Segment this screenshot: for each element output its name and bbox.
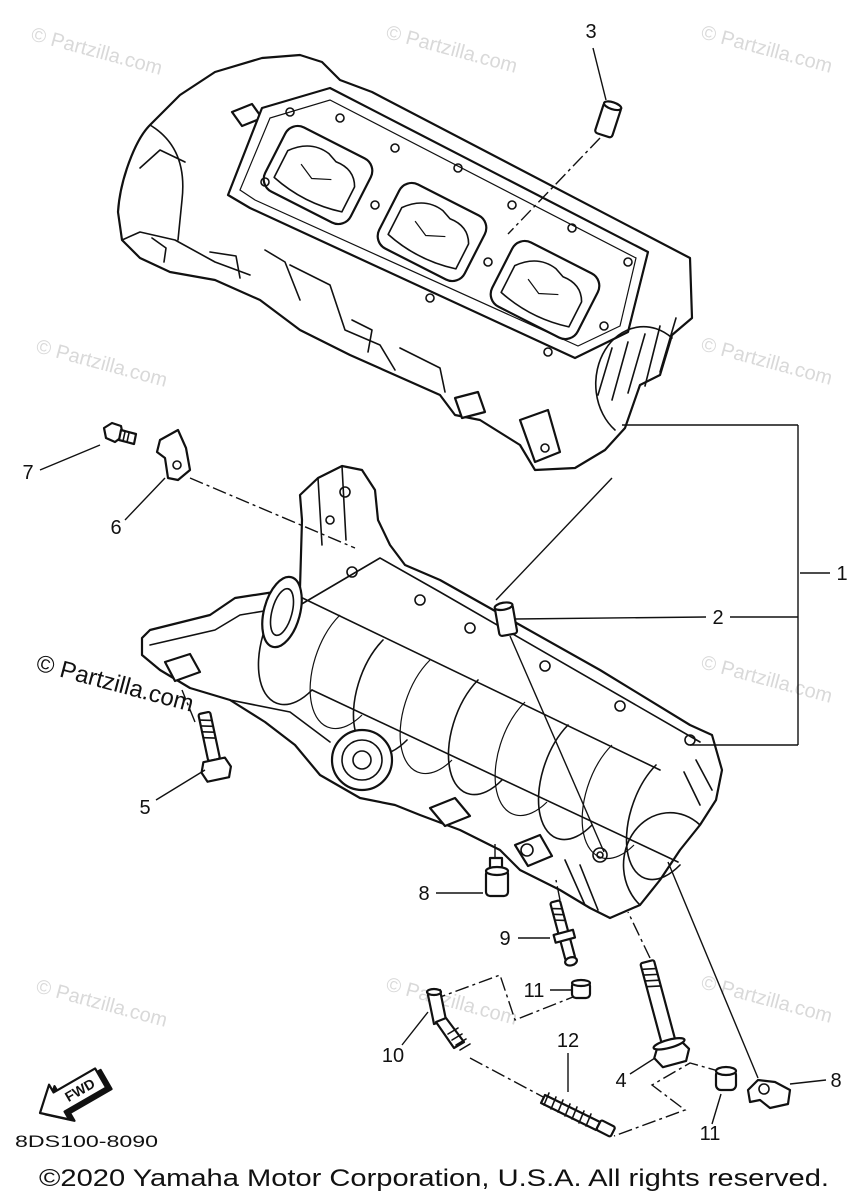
callout-1: 1 [836, 563, 847, 585]
callout-11-a: 11 [524, 980, 545, 1002]
callouts: 3 7 6 1 2 5 8 9 11 10 12 4 8 11 [22, 21, 847, 1145]
callout-8-b: 8 [830, 1070, 841, 1092]
callout-7: 7 [22, 462, 33, 484]
upper-crankcase [116, 53, 694, 472]
part-3-dowel-pin [594, 100, 623, 139]
part-11-cap-b [714, 1065, 738, 1092]
part-8-plug [484, 856, 510, 898]
part-4-bolt [639, 959, 691, 1069]
part-8-elbow-fitting [746, 1078, 792, 1110]
part-2-dowel-pin [493, 601, 519, 637]
callout-8-a: 8 [418, 883, 429, 905]
callout-4: 4 [615, 1070, 626, 1092]
callout-2: 2 [712, 607, 723, 629]
watermark: © Partzilla.com [699, 334, 835, 390]
watermark: © Partzilla.com [699, 652, 835, 708]
part-6-bracket [155, 428, 192, 482]
watermark: © Partzilla.com [384, 22, 520, 78]
watermark: © Partzilla.com [699, 22, 835, 78]
part-9-stud [549, 899, 579, 967]
drawing-number: 8DS100-8090 [15, 1132, 158, 1151]
watermark: © Partzilla.com [384, 974, 520, 1030]
callout-3: 3 [585, 21, 596, 43]
callout-leaders [39, 47, 830, 1125]
reference-lines [181, 137, 759, 1137]
callout-11-b: 11 [700, 1123, 721, 1145]
part-5-bolt [197, 710, 232, 783]
watermark: © Partzilla.com [34, 976, 170, 1032]
callout-10: 10 [382, 1045, 404, 1067]
part-10-hose-fitting [425, 987, 471, 1051]
callout-6: 6 [110, 517, 121, 539]
part-7-bolt [102, 421, 138, 446]
copyright-notice: ©2020 Yamaha Motor Corporation, U.S.A. A… [39, 1165, 829, 1192]
callout-5: 5 [139, 797, 150, 819]
lower-crankcase [140, 464, 724, 920]
part-12-spring-rod [539, 1092, 616, 1138]
callout-9: 9 [499, 928, 510, 950]
fwd-direction-arrow: FWD [38, 1067, 113, 1122]
part-11-cap [570, 978, 592, 1000]
watermark: © Partzilla.com [34, 336, 170, 392]
watermark: © Partzilla.com [699, 972, 835, 1028]
watermark: © Partzilla.com [29, 24, 165, 80]
callout-12: 12 [557, 1030, 579, 1052]
